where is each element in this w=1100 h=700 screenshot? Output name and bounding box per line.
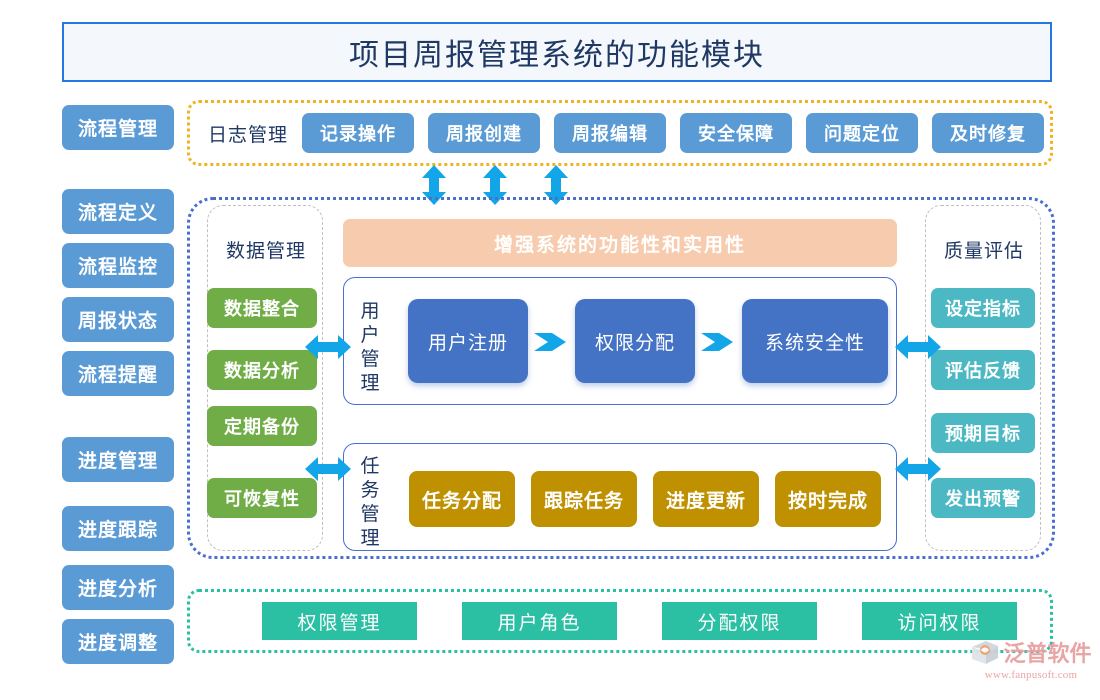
log-button-4[interactable]: 安全保障: [680, 113, 793, 153]
log-button-5[interactable]: 问题定位: [806, 113, 919, 153]
task-management-label: 任务管理: [360, 456, 382, 549]
data-item-3[interactable]: 定期备份: [207, 406, 317, 446]
vertical-double-arrow-1: [421, 165, 447, 205]
permission-container: 权限管理 用户角色 分配权限 访问权限: [187, 589, 1053, 653]
core-modules-container: [187, 197, 1055, 559]
flow-chevron-2-icon: [701, 330, 741, 359]
user-step-2[interactable]: 权限分配: [575, 299, 695, 383]
quality-assessment-title: 质量评估: [943, 241, 1024, 262]
sidebar-item-7[interactable]: 进度跟踪: [62, 506, 174, 551]
data-management-title: 数据管理: [225, 241, 306, 262]
permission-button-2[interactable]: 用户角色: [462, 602, 617, 640]
sidebar-item-8[interactable]: 进度分析: [62, 565, 174, 610]
log-management-label: 日志管理: [208, 124, 289, 146]
watermark: 泛普软件 www.fanpusoft.com: [966, 636, 1096, 692]
sidebar-item-5[interactable]: 流程提醒: [62, 351, 174, 396]
page-title-box: 项目周报管理系统的功能模块: [62, 22, 1052, 82]
sidebar-item-4[interactable]: 周报状态: [62, 297, 174, 342]
log-button-3[interactable]: 周报编辑: [554, 113, 667, 153]
sidebar-item-6[interactable]: 进度管理: [62, 437, 174, 482]
horizontal-double-arrow-left-bottom: [305, 456, 351, 487]
task-item-3[interactable]: 进度更新: [653, 471, 759, 527]
brand-name: 泛普软件: [1003, 641, 1092, 666]
log-management-container: 日志管理 记录操作周报创建周报编辑安全保障问题定位及时修复: [187, 100, 1053, 166]
user-management-label: 用户管理: [360, 301, 382, 394]
task-item-1[interactable]: 任务分配: [409, 471, 515, 527]
enhancement-banner: 增强系统的功能性和实用性: [343, 219, 897, 267]
page-title: 项目周报管理系统的功能模块: [349, 39, 765, 72]
log-button-6[interactable]: 及时修复: [932, 113, 1045, 153]
permission-button-4[interactable]: 访问权限: [862, 602, 1017, 640]
log-button-2[interactable]: 周报创建: [428, 113, 541, 153]
quality-item-2[interactable]: 评估反馈: [931, 350, 1035, 390]
sidebar-item-2[interactable]: 流程定义: [62, 189, 174, 234]
sidebar-item-3[interactable]: 流程监控: [62, 243, 174, 288]
task-item-2[interactable]: 跟踪任务: [531, 471, 637, 527]
vertical-double-arrow-2: [482, 165, 508, 205]
data-item-4[interactable]: 可恢复性: [207, 478, 317, 518]
user-step-3[interactable]: 系统安全性: [742, 299, 888, 383]
sidebar-item-1[interactable]: 流程管理: [62, 105, 174, 150]
task-item-4[interactable]: 按时完成: [775, 471, 881, 527]
permission-buttons: 权限管理 用户角色 分配权限 访问权限: [262, 602, 1017, 640]
permission-button-1[interactable]: 权限管理: [262, 602, 417, 640]
horizontal-double-arrow-right-top: [895, 334, 941, 365]
data-item-2[interactable]: 数据分析: [207, 350, 317, 390]
horizontal-double-arrow-left-top: [305, 334, 351, 365]
quality-item-3[interactable]: 预期目标: [931, 413, 1035, 453]
brand-url: www.fanpusoft.com: [984, 669, 1078, 681]
vertical-double-arrow-3: [543, 165, 569, 205]
data-item-1[interactable]: 数据整合: [207, 288, 317, 328]
user-step-1[interactable]: 用户注册: [408, 299, 528, 383]
permission-button-3[interactable]: 分配权限: [662, 602, 817, 640]
quality-item-4[interactable]: 发出预警: [931, 478, 1035, 518]
log-management-buttons: 记录操作周报创建周报编辑安全保障问题定位及时修复: [288, 113, 1045, 153]
brand-logo-icon: [972, 641, 999, 664]
horizontal-double-arrow-right-bottom: [895, 456, 941, 487]
flow-chevron-1-icon: [534, 330, 574, 359]
quality-item-1[interactable]: 设定指标: [931, 288, 1035, 328]
log-button-1[interactable]: 记录操作: [302, 113, 415, 153]
quality-assessment-group: 质量评估: [925, 205, 1041, 551]
sidebar-item-9[interactable]: 进度调整: [62, 619, 174, 664]
